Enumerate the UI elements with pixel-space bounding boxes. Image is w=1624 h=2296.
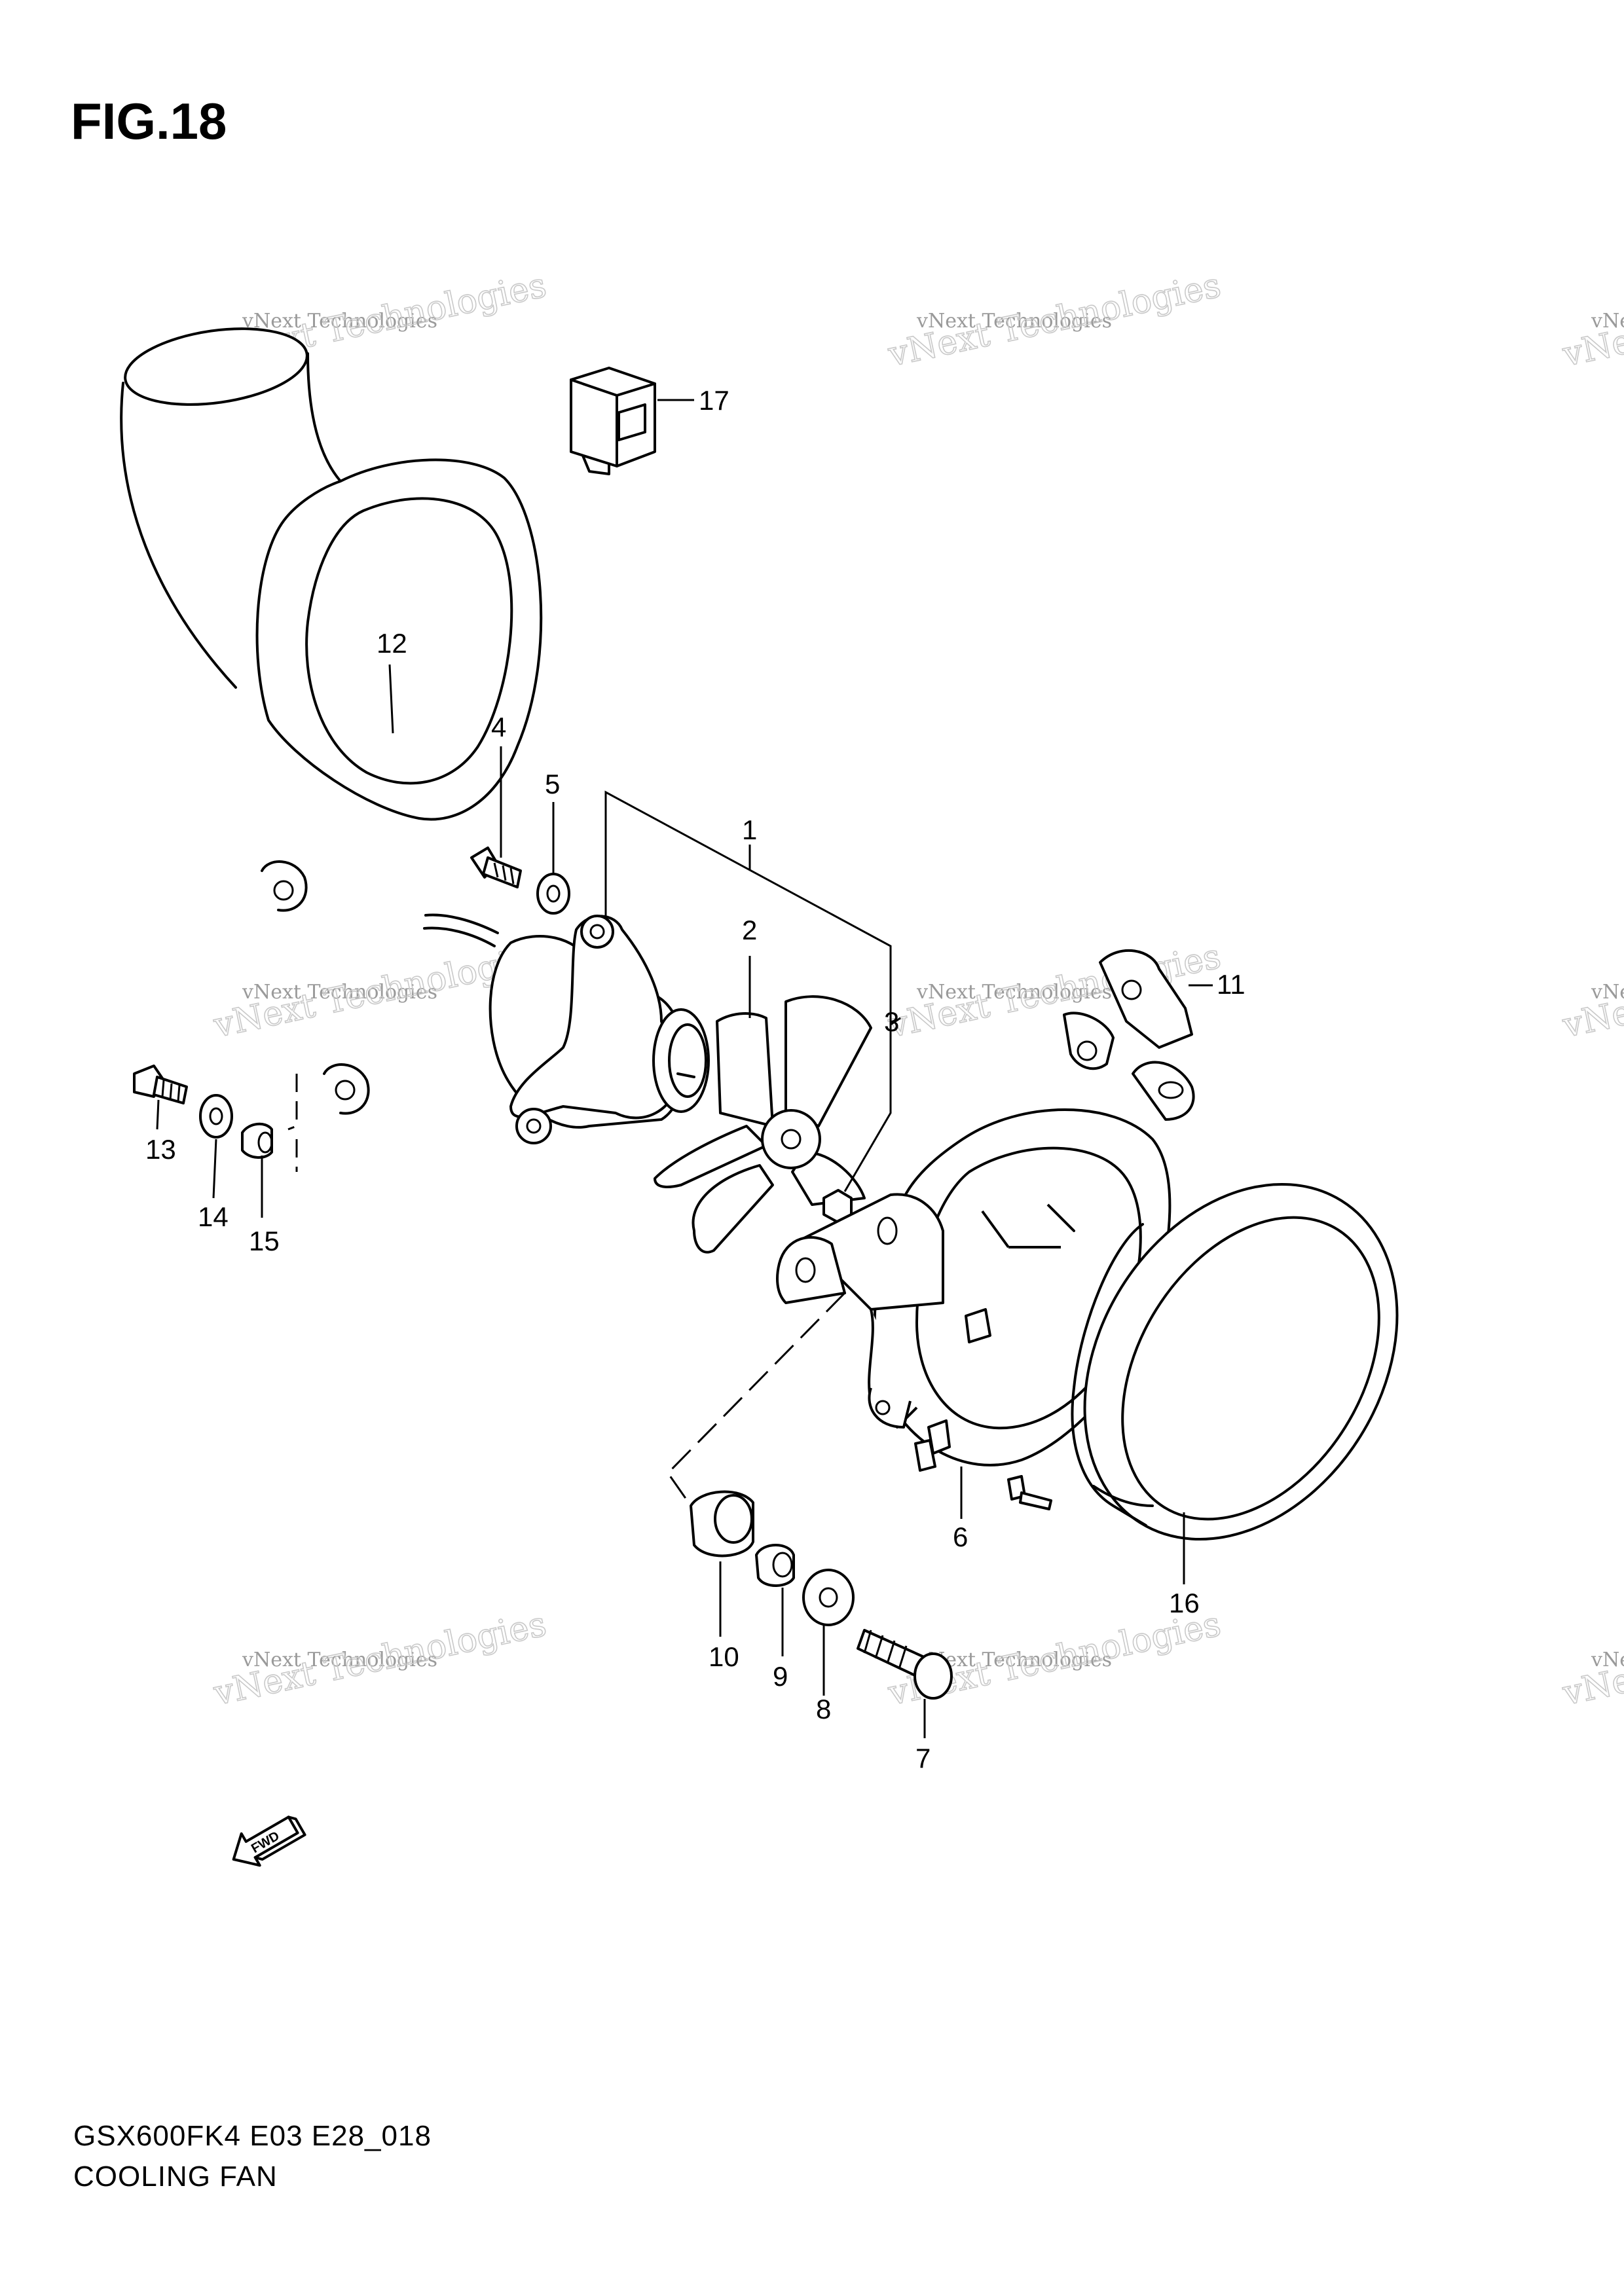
watermark: vNext Technologies vNext Technologies <box>884 265 1225 375</box>
watermark-text: vNext Technologies <box>1591 310 1624 333</box>
part-5-washer <box>536 873 570 915</box>
callout-1: 1 <box>742 814 757 845</box>
callout-10: 10 <box>709 1641 739 1672</box>
part-10-grommet <box>690 1490 754 1558</box>
watermark-text: vNext Technologies <box>1591 981 1624 1004</box>
watermark-text: vNext Technologies <box>242 310 437 333</box>
part-15-collar <box>241 1122 273 1159</box>
part-1-fan-motor <box>423 913 710 1144</box>
callout-2: 2 <box>742 915 757 945</box>
watermark-text: vNext Technologies <box>916 310 1112 333</box>
part-6-bracket <box>776 1193 944 1472</box>
callout-labels: 1 2 3 4 5 6 7 8 9 10 11 12 13 14 15 16 1… <box>145 385 1246 1774</box>
watermark: vNext Technologies vNext Technologies <box>1559 936 1624 1046</box>
part-2-fan-blade <box>654 995 872 1254</box>
fwd-direction-arrow: FWD <box>232 1815 306 1867</box>
figure-title: FIG.18 <box>71 92 227 150</box>
watermark: vNext Technologies vNext Technologies <box>1559 265 1624 375</box>
callout-17: 17 <box>699 385 729 416</box>
part-4-bolt <box>470 847 522 888</box>
figure-name: COOLING FAN <box>73 2160 278 2193</box>
part-7-bolt <box>857 1629 953 1700</box>
model-code: GSX600FK4 E03 E28_018 <box>73 2120 432 2152</box>
watermark: vNext Technologies vNext Technologies <box>210 1604 550 1714</box>
part-16-fan-housing <box>868 1061 1399 1541</box>
part-11-clamp <box>1063 949 1193 1070</box>
watermark-text: vNext Technologies <box>1591 1649 1624 1671</box>
callout-5: 5 <box>545 769 560 799</box>
callout-11: 11 <box>1217 969 1246 1000</box>
callout-7: 7 <box>915 1743 931 1774</box>
callout-4: 4 <box>491 712 506 742</box>
callout-8: 8 <box>816 1694 831 1724</box>
watermark-text: vNext Technologies <box>242 981 437 1004</box>
callout-16: 16 <box>1169 1588 1200 1618</box>
callout-12: 12 <box>377 628 407 659</box>
part-14-washer <box>199 1094 233 1139</box>
callout-9: 9 <box>773 1661 788 1692</box>
callout-14: 14 <box>198 1201 229 1232</box>
watermark-text: vNext Technologies <box>242 1649 437 1671</box>
watermark-text: vNext Technologies <box>916 981 1112 1004</box>
callout-13: 13 <box>145 1134 176 1165</box>
part-13-bolt <box>133 1065 188 1104</box>
callout-6: 6 <box>953 1522 968 1552</box>
callout-15: 15 <box>249 1226 280 1256</box>
part-8-washer <box>802 1569 855 1626</box>
leader-lines <box>156 399 1213 1738</box>
part-17-relay <box>570 367 656 475</box>
callout-1-bracket <box>604 790 892 1192</box>
part-9-collar <box>755 1544 795 1587</box>
assembly-dashed-line <box>667 1292 846 1506</box>
callout-3: 3 <box>884 1006 899 1037</box>
watermark: vNext Technologies vNext Technologies <box>1559 1604 1624 1714</box>
part-12-fan-shroud <box>120 327 543 1172</box>
